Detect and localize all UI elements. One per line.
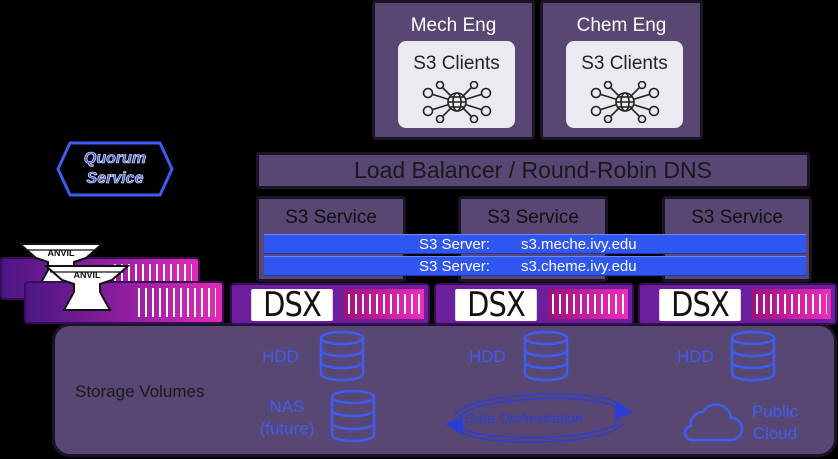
database-icon <box>319 330 365 382</box>
nas-line2: (future) <box>259 419 315 438</box>
database-icon <box>730 330 776 382</box>
load-balancer-bar: Load Balancer / Round-Robin DNS <box>256 152 810 189</box>
dsx-node-3: DSX <box>638 283 837 325</box>
nas-line1: NAS <box>269 397 305 416</box>
dsx-label: DSX <box>455 285 537 325</box>
server-label: S3 Server: <box>419 235 490 253</box>
dsx-node-1: DSX <box>230 283 430 325</box>
anvil-label: ANVIL <box>48 248 76 258</box>
dept-box-mech-eng: Mech Eng S3 Clients <box>372 0 535 140</box>
s3-service-title: S3 Service <box>487 207 579 228</box>
anvil-server-front <box>24 281 224 324</box>
database-icon <box>523 330 569 382</box>
cloud-icon <box>683 403 744 442</box>
dsx-label: DSX <box>659 285 741 325</box>
cloud-line2: Cloud <box>752 424 798 443</box>
anvil-logo-icon: ANVIL <box>44 265 130 311</box>
hdd-label: HDD <box>262 347 299 366</box>
database-icon <box>330 389 376 443</box>
clients-panel: S3 Clients <box>398 41 515 128</box>
server-hostname: s3.meche.ivy.edu <box>521 235 637 253</box>
storage-title: Storage Volumes <box>75 382 205 401</box>
hdd-label: HDD <box>469 347 506 366</box>
quorum-service-label: Quorum Service <box>60 149 170 189</box>
nas-label: NAS (future) <box>251 396 323 440</box>
clients-label: S3 Clients <box>581 53 668 74</box>
dept-title: Mech Eng <box>410 15 497 36</box>
hdd-label: HDD <box>677 347 714 366</box>
quorum-hexagon-icon <box>56 141 174 197</box>
server-grill <box>344 289 424 319</box>
dsx-node-2: DSX <box>434 283 634 325</box>
s3-service-title: S3 Service <box>691 207 783 228</box>
quorum-line1: Quorum <box>83 150 147 168</box>
load-balancer-label: Load Balancer / Round-Robin DNS <box>354 157 712 183</box>
dept-box-chem-eng: Chem Eng S3 Clients <box>540 0 703 140</box>
server-grill <box>548 289 628 319</box>
server-label: S3 Server: <box>419 257 490 275</box>
public-cloud-label: Public Cloud <box>735 401 815 445</box>
quorum-line2: Service <box>86 170 144 188</box>
cloud-line1: Public <box>751 402 799 421</box>
s3-service-title: S3 Service <box>285 207 377 228</box>
server-hostname: s3.cheme.ivy.edu <box>521 257 637 275</box>
server-grill <box>752 289 831 319</box>
data-orchestration-label: Data Orchestration <box>465 410 583 426</box>
s3-server-bar-cheme: S3 Server: s3.cheme.ivy.edu <box>264 256 806 276</box>
anvil-label: ANVIL <box>74 270 102 280</box>
network-clients-icon <box>422 81 492 123</box>
s3-server-bar-meche: S3 Server: s3.meche.ivy.edu <box>264 234 806 254</box>
clients-panel: S3 Clients <box>566 41 683 128</box>
dept-title: Chem Eng <box>576 15 667 36</box>
storage-volumes-panel: Storage Volumes HDD HDD HDD NAS (future) <box>52 323 837 457</box>
orchestration-cycle-icon <box>445 393 633 443</box>
server-grill <box>138 288 216 317</box>
network-clients-icon <box>590 81 660 123</box>
clients-label: S3 Clients <box>413 53 500 74</box>
dsx-label: DSX <box>251 285 333 325</box>
